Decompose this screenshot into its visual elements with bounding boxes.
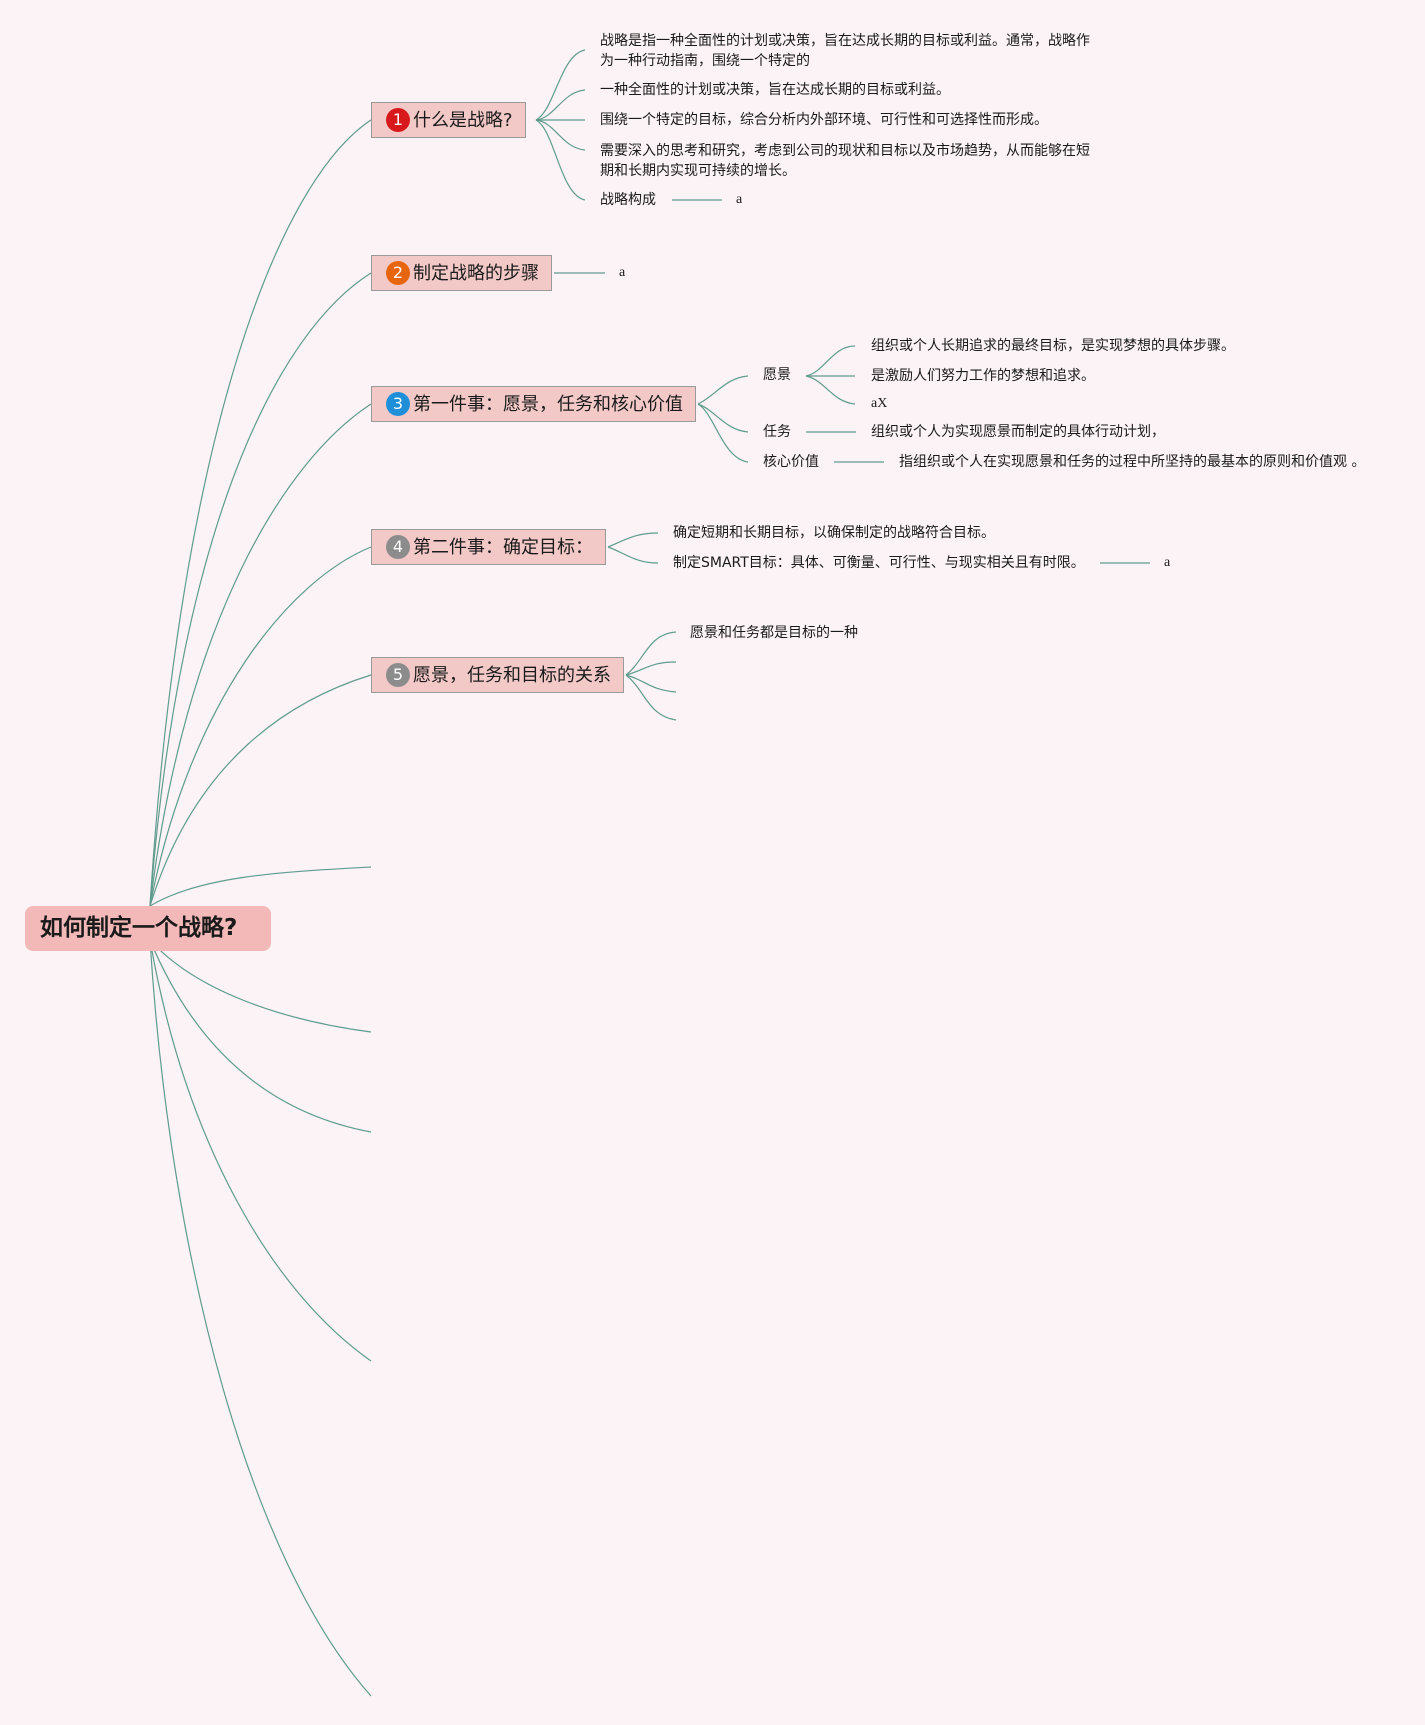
subtopic-core-values[interactable]: 核心价值 [763, 454, 819, 470]
root-topic[interactable]: 如何制定一个战略? [25, 906, 271, 951]
connector-1-b [535, 89, 586, 121]
connector-5-b [625, 661, 677, 676]
subtopic-deep-thinking[interactable]: 需要深入的思考和研究，考虑到公司的现状和目标以及市场趋势，从而能够在短期和长期内… [600, 143, 1090, 179]
topic-label: 什么是战略? [413, 109, 513, 131]
connector-root-empty-4 [149, 939, 372, 1362]
connector-root-5 [149, 674, 372, 907]
connector-root-empty-3 [149, 939, 372, 1133]
connector-vision-1 [805, 345, 856, 377]
subtopic-vision-mission-are-goals[interactable]: 愿景和任务都是目标的一种 [690, 625, 858, 641]
subtopic-steps-child[interactable]: a [619, 265, 626, 280]
subtopic-vision[interactable]: 愿景 [763, 367, 791, 383]
topic-set-goals[interactable]: 4 第二件事：确定目标： [371, 529, 606, 565]
core-values-item[interactable]: 指组织或个人在实现愿景和任务的过程中所坚持的最基本的原则和价值观 。 [899, 454, 1366, 470]
connector-root-3 [149, 403, 372, 907]
connector-4-b [607, 546, 659, 564]
mission-item[interactable]: 组织或个人为实现愿景而制定的具体行动计划， [871, 424, 1165, 440]
connector-1-e [535, 119, 586, 201]
connector-5-a [625, 631, 677, 676]
subtopic-smart-goals-child[interactable]: a [1164, 555, 1171, 570]
connector-root-2 [149, 272, 372, 907]
root-topic-label: 如何制定一个战略? [40, 915, 238, 941]
connector-root-empty-2 [149, 939, 372, 1033]
connector-root-4 [149, 546, 372, 907]
topic-label: 制定战略的步骤 [413, 262, 539, 284]
topic-label: 第一件事：愿景，任务和核心价值 [413, 393, 683, 415]
connector-5-c [625, 674, 677, 693]
subtopic-mission[interactable]: 任务 [763, 424, 791, 440]
vision-item[interactable]: 是激励人们努力工作的梦想和追求。 [871, 368, 1095, 384]
priority-marker-5-icon: 5 [386, 663, 410, 687]
connector-root-empty-1 [149, 866, 372, 907]
connector-3-mission [697, 403, 749, 433]
subtopic-around-goal[interactable]: 围绕一个特定的目标，综合分析内外部环境、可行性和可选择性而形成。 [600, 112, 1048, 128]
priority-marker-3-icon: 3 [386, 392, 410, 416]
connector-1-d [535, 119, 586, 151]
topic-strategy-steps[interactable]: 2 制定战略的步骤 [371, 255, 552, 291]
subtopic-strategy-composition-child[interactable]: a [736, 192, 743, 207]
priority-marker-4-icon: 4 [386, 535, 410, 559]
subtopic-comprehensive-plan[interactable]: 一种全面性的计划或决策，旨在达成长期的目标或利益。 [600, 82, 950, 98]
subtopic-strategy-composition[interactable]: 战略构成 [600, 192, 656, 208]
priority-marker-2-icon: 2 [386, 261, 410, 285]
priority-marker-1-icon: 1 [386, 108, 410, 132]
connector-1-a [535, 49, 586, 121]
connector-3-core [697, 403, 749, 463]
vision-item[interactable]: aX [871, 396, 888, 411]
subtopic-smart-goals[interactable]: 制定SMART目标：具体、可衡量、可行性、与现实相关且有时限。 [673, 555, 1085, 571]
connector-5-d [625, 674, 677, 721]
topic-label: 愿景，任务和目标的关系 [413, 664, 611, 686]
connector-root-1 [149, 119, 372, 907]
connector-3-vision [697, 375, 749, 405]
topic-relationship[interactable]: 5 愿景，任务和目标的关系 [371, 657, 624, 693]
connector-vision-3 [805, 375, 856, 405]
vision-item[interactable]: 组织或个人长期追求的最终目标，是实现梦想的具体步骤。 [871, 338, 1235, 354]
topic-what-is-strategy[interactable]: 1 什么是战略? [371, 102, 526, 138]
topic-label: 第二件事：确定目标： [413, 536, 593, 558]
connector-root-empty-5 [149, 939, 372, 1697]
connector-4-a [607, 532, 659, 548]
subtopic-definition[interactable]: 战略是指一种全面性的计划或决策，旨在达成长期的目标或利益。通常，战略作为一种行动… [600, 33, 1090, 69]
subtopic-short-long-goals[interactable]: 确定短期和长期目标，以确保制定的战略符合目标。 [673, 525, 995, 541]
topic-vision-mission-values[interactable]: 3 第一件事：愿景，任务和核心价值 [371, 386, 696, 422]
